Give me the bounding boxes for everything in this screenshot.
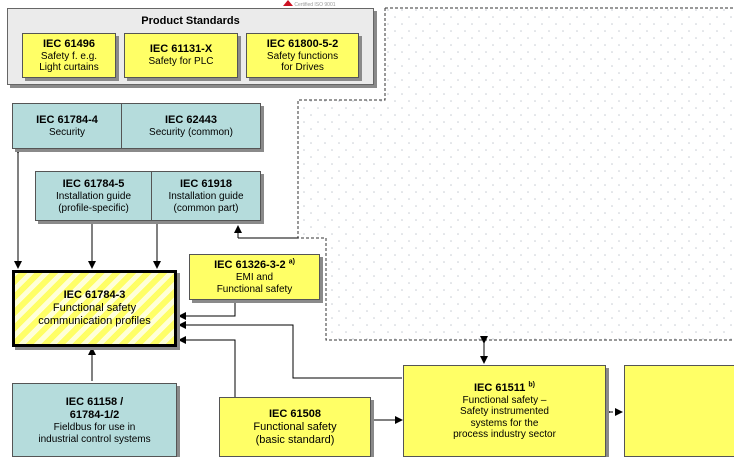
main-title: IEC 61784-3 [63, 289, 126, 301]
security-line: Security (common) [149, 126, 233, 138]
logo-text: Certified ISO 9001 [294, 2, 336, 8]
process-title-text: IEC 61511 [473, 381, 526, 394]
security-iec-61784-4: IEC 61784-4 Security [12, 103, 122, 149]
security-iec-62443: IEC 62443 Security (common) [121, 103, 261, 149]
product-item-line: for Drives [281, 62, 324, 73]
basic-line: Functional safety [253, 420, 337, 433]
product-iec-61131: IEC 61131-X Safety for PLC [124, 33, 238, 78]
emi-footnote: a) [288, 258, 295, 266]
installation-title: IEC 61784-5 [62, 178, 125, 190]
main-line: Functional safety [52, 302, 137, 314]
installation-line: (common part) [173, 202, 239, 214]
product-item-line: Safety f. e.g. [40, 50, 98, 62]
emi-iec-61326: IEC 61326-3-2 a) EMI and Functional safe… [189, 254, 320, 300]
certification-logo: Certified ISO 9001 [283, 0, 336, 8]
fieldbus-line: Fieldbus for use in [53, 422, 136, 433]
security-title: IEC 61784-4 [36, 113, 98, 126]
security-title: IEC 62443 [165, 113, 217, 126]
emi-title-text: IEC 61326-3-2 [214, 259, 286, 271]
emi-line: Functional safety [216, 283, 293, 295]
product-item-title: IEC 61800-5-2 [266, 37, 339, 50]
installation-line: Installation guide [168, 191, 244, 202]
product-iec-61800: IEC 61800-5-2 Safety functions for Drive… [246, 33, 359, 78]
process-line: Safety instrumented [460, 406, 549, 417]
installation-line: (profile-specific) [58, 202, 129, 214]
right-partial-box [624, 365, 734, 457]
main-line: communication profiles [38, 315, 151, 327]
main-iec-61784-3: IEC 61784-3 Functional safety communicat… [12, 270, 177, 347]
security-line: Security [48, 126, 86, 138]
emi-line: EMI and [235, 272, 274, 283]
process-line: systems for the [470, 417, 539, 429]
emi-title: IEC 61326-3-2 a) [214, 258, 295, 272]
product-item-line: Safety functions [266, 50, 339, 62]
logo-mark-icon [283, 0, 293, 6]
basic-title: IEC 61508 [269, 407, 321, 420]
installation-title: IEC 61918 [180, 178, 232, 190]
process-iec-61511: IEC 61511 b) Functional safety – Safety … [403, 365, 606, 457]
product-item-title: IEC 61131-X [149, 43, 213, 56]
product-item-line: Light curtains [39, 62, 99, 73]
fieldbus-title: IEC 61158 / [65, 396, 124, 408]
installation-iec-61784-5: IEC 61784-5 Installation guide (profile-… [35, 171, 152, 221]
process-line: process industry sector [453, 429, 556, 440]
installation-iec-61918: IEC 61918 Installation guide (common par… [151, 171, 261, 221]
product-item-line: Safety for PLC [148, 56, 214, 68]
product-iec-61496: IEC 61496 Safety f. e.g. Light curtains [22, 33, 116, 78]
process-line: Functional safety – [462, 394, 547, 406]
fieldbus-iec-61158: IEC 61158 / 61784-1/2 Fieldbus for use i… [12, 383, 177, 457]
product-item-title: IEC 61496 [43, 37, 95, 50]
fieldbus-line: industrial control systems [38, 433, 151, 445]
process-footnote: b) [528, 380, 536, 388]
basic-iec-61508: IEC 61508 Functional safety (basic stand… [219, 397, 371, 457]
basic-line: (basic standard) [255, 433, 335, 446]
process-title: IEC 61511 b) [473, 380, 536, 395]
dotted-region [300, 8, 734, 340]
installation-line: Installation guide [55, 191, 132, 202]
fieldbus-title-2: 61784-1/2 [69, 409, 120, 421]
product-standards-title: Product Standards [141, 15, 240, 27]
